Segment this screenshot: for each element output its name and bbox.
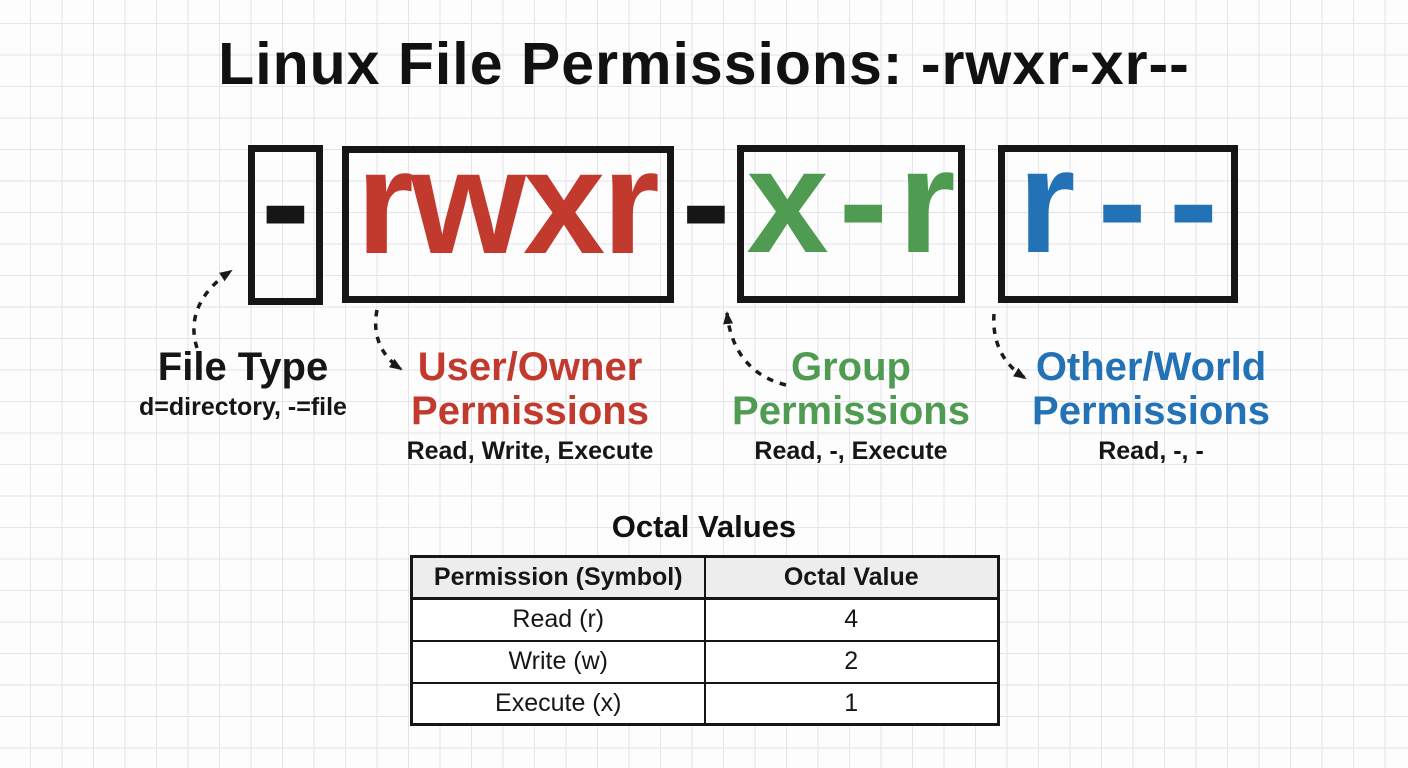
annotation-other: Other/World Permissions Read, -, - bbox=[991, 345, 1311, 464]
octal-values-table: Permission (Symbol) Octal Value Read (r)… bbox=[410, 555, 1000, 726]
annotation-other-subtitle: Read, -, - bbox=[1098, 437, 1204, 465]
octal-values-title: Octal Values bbox=[611, 509, 797, 544]
octal-table-header-value: Octal Value bbox=[703, 555, 1000, 600]
annotation-file-type-subtitle: d=directory, -=file bbox=[139, 393, 347, 421]
arrow-file-type bbox=[192, 269, 233, 349]
annotation-user-title-line2: Permissions bbox=[411, 389, 649, 433]
other-permission-chars: r-- bbox=[1017, 119, 1241, 284]
table-row: Execute (x) 1 bbox=[410, 681, 1000, 726]
annotation-other-title-line2: Permissions bbox=[1032, 389, 1270, 433]
octal-cell-read-value: 4 bbox=[703, 597, 1000, 642]
octal-table-header-row: Permission (Symbol) Octal Value bbox=[410, 555, 1000, 600]
annotation-user-subtitle: Read, Write, Execute bbox=[406, 437, 654, 465]
annotation-group-title-line2: Permissions bbox=[732, 389, 970, 433]
user-permissions-box: rwxr bbox=[342, 128, 674, 303]
separator-dash: - bbox=[674, 128, 738, 303]
annotation-group-subtitle: Read, -, Execute bbox=[754, 437, 948, 465]
annotation-user-title-line1: User/Owner bbox=[417, 345, 643, 389]
annotation-group-title-line1: Group bbox=[791, 345, 911, 389]
annotation-file-type-title: File Type bbox=[157, 345, 329, 389]
octal-cell-write-label: Write (w) bbox=[410, 639, 706, 684]
table-row: Write (w) 2 bbox=[410, 639, 1000, 684]
diagram-title: Linux File Permissions: -rwxr-xr-- bbox=[218, 31, 1190, 97]
annotation-other-title-line1: Other/World bbox=[1035, 345, 1267, 389]
group-permission-chars: x-r bbox=[746, 119, 966, 284]
other-permissions-box: r-- bbox=[998, 128, 1238, 303]
octal-cell-write-value: 2 bbox=[703, 639, 1000, 684]
octal-cell-read-label: Read (r) bbox=[410, 597, 706, 642]
octal-cell-execute-label: Execute (x) bbox=[410, 681, 706, 726]
annotation-group: Group Permissions Read, -, Execute bbox=[691, 345, 1011, 464]
user-permission-chars: rwxr bbox=[356, 119, 660, 285]
octal-cell-execute-value: 1 bbox=[703, 681, 1000, 726]
octal-table-header-permission: Permission (Symbol) bbox=[410, 555, 706, 600]
group-permissions-box: x-r bbox=[737, 128, 965, 303]
table-row: Read (r) 4 bbox=[410, 597, 1000, 642]
annotation-file-type: File Type d=directory, -=file bbox=[83, 345, 403, 420]
file-type-box: - bbox=[248, 129, 323, 305]
separator-char: - bbox=[681, 119, 731, 285]
file-type-char: - bbox=[260, 120, 311, 285]
annotation-user: User/Owner Permissions Read, Write, Exec… bbox=[370, 345, 690, 464]
